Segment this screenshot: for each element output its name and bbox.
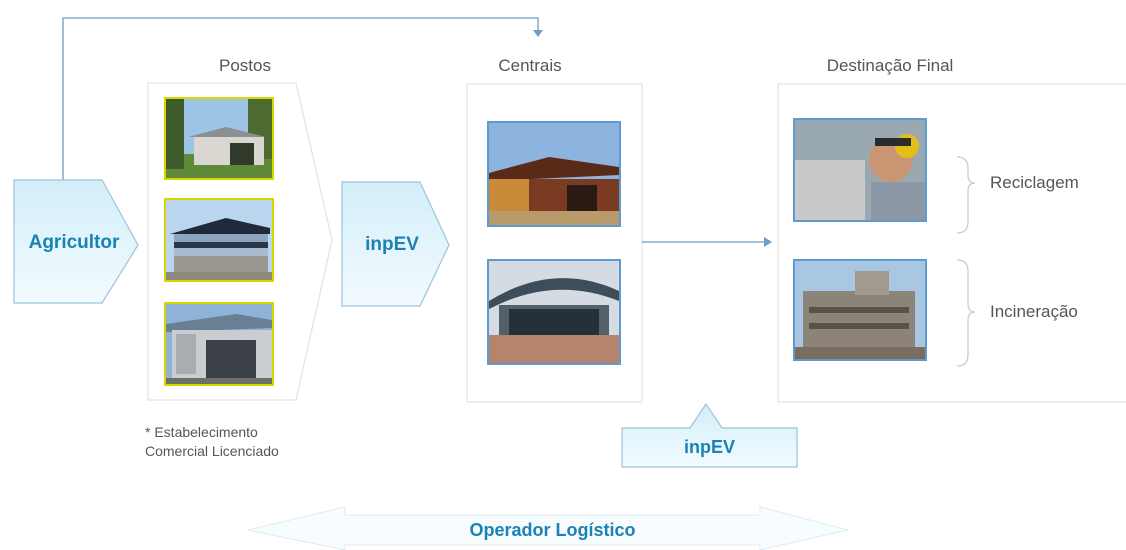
inpev-label-1: inpEV [365, 234, 419, 255]
section-title-postos: Postos [219, 56, 271, 75]
inpev-box-1 [341, 181, 450, 307]
operador-logistico-arrow [247, 506, 849, 550]
postos-note-line-1: * Estabelecimento [145, 424, 258, 440]
inpev-label-2: inpEV [683, 437, 735, 457]
posto-photo-2 [164, 198, 274, 282]
centrais-to-destinacao-arrowhead [764, 237, 772, 247]
reciclagem-label: Reciclagem [990, 173, 1079, 192]
top-connector-arrowhead [533, 30, 543, 37]
incineracao-photo [793, 259, 927, 361]
postos-note: * Estabelecimento Comercial Licenciado [145, 423, 279, 461]
reciclagem-bracket [956, 156, 976, 234]
operador-logistico-label: Operador Logístico [469, 520, 636, 540]
central-photo-2 [487, 259, 621, 365]
posto-photo-3 [164, 302, 274, 386]
section-title-destinacao: Destinação Final [826, 56, 954, 75]
agricultor-box [13, 179, 139, 304]
top-connector-line [62, 17, 539, 180]
inpev-box-2 [621, 402, 798, 468]
section-title-centrais: Centrais [498, 56, 562, 75]
reciclagem-photo [793, 118, 927, 222]
postos-note-line-2: Comercial Licenciado [145, 443, 279, 459]
posto-photo-1 [164, 97, 274, 180]
incineracao-label: Incineração [990, 302, 1078, 321]
agricultor-label: Agricultor [28, 232, 120, 253]
central-photo-1 [487, 121, 621, 227]
incineracao-bracket [956, 259, 976, 367]
